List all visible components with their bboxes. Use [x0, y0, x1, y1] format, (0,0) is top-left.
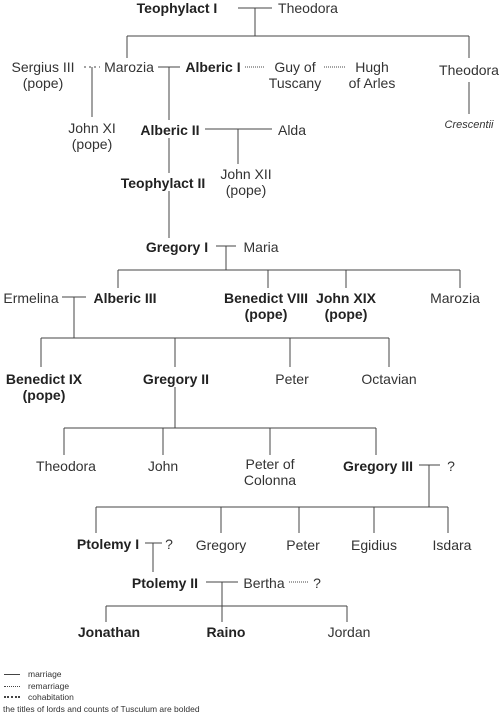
person-peter-of-colonna: Peter of Colonna — [243, 456, 297, 488]
person-gregory-ii: Gregory II — [142, 371, 210, 387]
person-ptolemy-ii: Ptolemy II — [131, 575, 199, 591]
person-peter: Peter — [275, 371, 309, 387]
legend-cohabitation: cohabitation — [4, 692, 74, 702]
legend-remarriage-label: remarriage — [28, 681, 70, 691]
dashed-line-icon — [4, 696, 20, 698]
person-john-xi: John XI (pope) — [68, 120, 116, 152]
person-marozia: Marozia — [104, 59, 154, 75]
legend-remarriage: remarriage — [4, 681, 69, 691]
person-john: John — [147, 458, 179, 474]
person-raino: Raino — [206, 624, 246, 640]
legend-cohabitation-label: cohabitation — [28, 692, 74, 702]
person-octavian: Octavian — [361, 371, 417, 387]
legend-marriage: marriage — [4, 669, 62, 679]
person-jordan: Jordan — [327, 624, 371, 640]
person-benedict-viii: Benedict VIII (pope) — [223, 290, 309, 322]
legend-note: the titles of lords and counts of Tuscul… — [3, 704, 200, 714]
person-theodora-2: Theodora — [439, 62, 499, 78]
family-crescentii: Crescentii — [444, 119, 494, 131]
person-gregory: Gregory — [195, 537, 247, 553]
dotted-line-icon — [4, 685, 20, 687]
person-alberic-ii: Alberic II — [140, 122, 200, 138]
person-john-xix: John XIX (pope) — [316, 290, 376, 322]
solid-line-icon — [4, 673, 20, 675]
person-alberic-iii: Alberic III — [93, 290, 157, 306]
person-benedict-ix: Benedict IX (pope) — [5, 371, 83, 403]
person-jonathan: Jonathan — [77, 624, 141, 640]
person-sergius-iii: Sergius III (pope) — [11, 59, 75, 91]
person-guy-of-tuscany: Guy of Tuscany — [268, 59, 322, 91]
person-egidius: Egidius — [351, 537, 397, 553]
person-john-xii: John XII (pope) — [220, 166, 272, 198]
person-teophylact-ii: Teophylact II — [120, 175, 206, 191]
person-theodora-3: Theodora — [36, 458, 96, 474]
person-isdara: Isdara — [432, 537, 472, 553]
person-gregory-i: Gregory I — [145, 239, 209, 255]
unknown-spouse-2: ? — [165, 536, 173, 552]
person-hugh-of-arles: Hugh of Arles — [348, 59, 396, 91]
unknown-spouse-3: ? — [313, 575, 321, 591]
legend-marriage-label: marriage — [28, 669, 62, 679]
person-teophylact-i: Teophylact I — [136, 0, 218, 16]
unknown-spouse: ? — [447, 458, 455, 474]
person-marozia-2: Marozia — [430, 290, 480, 306]
person-alberic-i: Alberic I — [185, 59, 241, 75]
person-ermelina: Ermelina — [3, 290, 59, 306]
person-alda: Alda — [277, 122, 307, 138]
person-theodora: Theodora — [278, 0, 338, 16]
person-peter-2: Peter — [286, 537, 320, 553]
person-bertha: Bertha — [243, 575, 285, 591]
person-maria: Maria — [243, 239, 279, 255]
person-ptolemy-i: Ptolemy I — [76, 536, 140, 552]
person-gregory-iii: Gregory III — [342, 458, 414, 474]
